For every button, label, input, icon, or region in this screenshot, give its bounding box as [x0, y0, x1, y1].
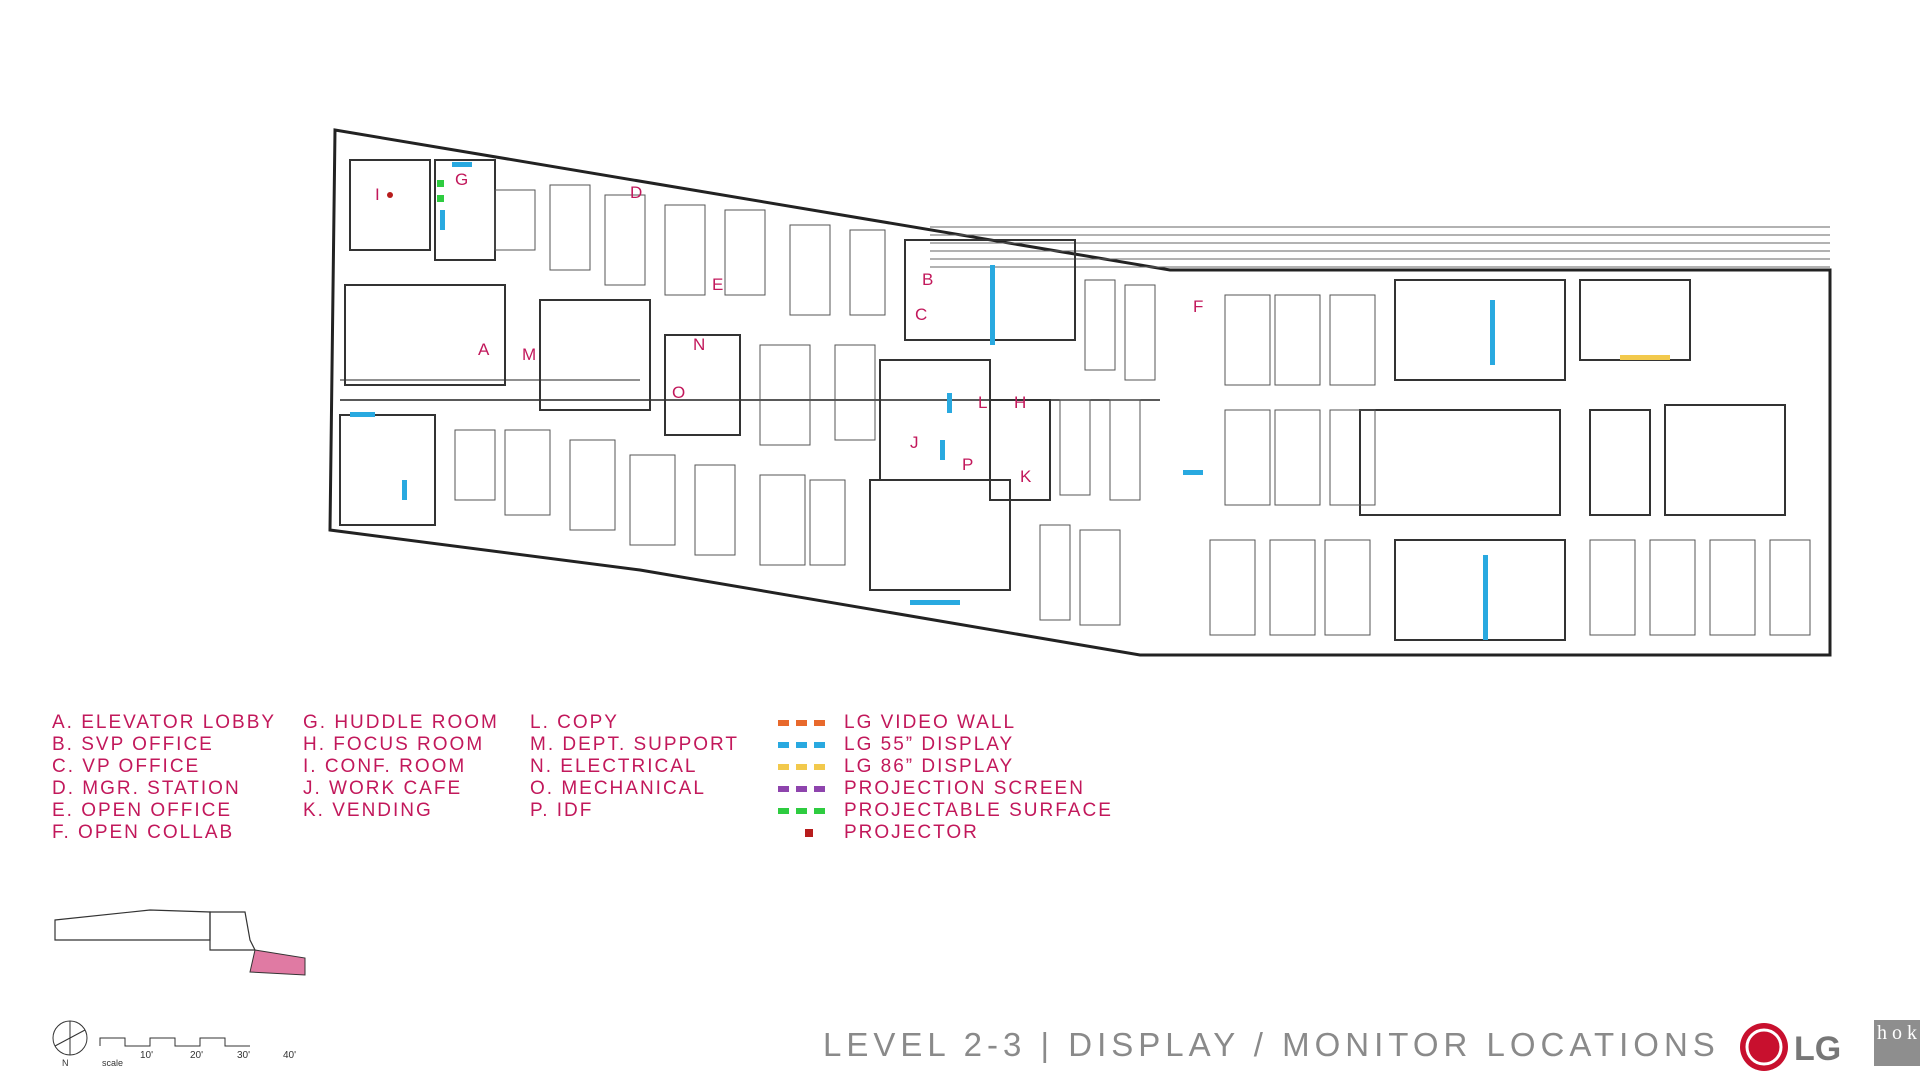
balcony-rail — [930, 226, 1830, 268]
plan-label-O: O — [672, 383, 685, 402]
legend-item: D. MGR. STATION — [52, 778, 241, 799]
scale-tick-30: 30' — [237, 1050, 250, 1061]
plan-label-N: N — [693, 335, 705, 354]
legend-item: E. OPEN OFFICE — [52, 800, 233, 821]
legend-item: C. VP OFFICE — [52, 756, 201, 777]
north-label: N — [62, 1058, 69, 1068]
plan-label-J: J — [910, 433, 919, 452]
display-markers — [350, 162, 1670, 640]
plan-label-C: C — [915, 305, 927, 324]
lg-wordmark: LG — [1794, 1030, 1841, 1068]
plan-label-A: A — [478, 340, 490, 359]
plan-room-labels: I G D E B C F A M N O L H P K J — [375, 170, 1203, 486]
legend-swatch — [778, 829, 840, 837]
scale-tick-40: 40' — [283, 1050, 296, 1061]
legend-item: G. HUDDLE ROOM — [303, 712, 499, 733]
legend-item: L. COPY — [530, 712, 619, 733]
legend-symbol-row: LG 86” DISPLAY — [778, 756, 1113, 778]
plan-label-G: G — [455, 170, 468, 189]
legend-swatch — [778, 808, 840, 814]
scale-tick-10: 10' — [140, 1050, 153, 1061]
legend-item: K. VENDING — [303, 800, 433, 821]
legend-symbol-label: PROJECTION SCREEN — [844, 778, 1085, 799]
workstations — [454, 184, 1811, 636]
plan-label-B: B — [922, 270, 933, 289]
room-walls — [339, 159, 1786, 641]
legend-rooms-col-2: G. HUDDLE ROOM H. FOCUS ROOM I. CONF. RO… — [303, 712, 499, 822]
legend-symbol-label: PROJECTABLE SURFACE — [844, 800, 1113, 821]
legend-symbol-row: PROJECTOR — [778, 822, 1113, 844]
hok-logo: h o k — [1874, 1020, 1920, 1066]
plan-label-F: F — [1193, 297, 1203, 316]
plan-label-E: E — [712, 275, 723, 294]
legend-item: I. CONF. ROOM — [303, 756, 467, 777]
legend-symbol-row: LG 55” DISPLAY — [778, 734, 1113, 756]
legend-item: O. MECHANICAL — [530, 778, 706, 799]
plan-label-M: M — [522, 345, 536, 364]
legend-symbol-label: LG VIDEO WALL — [844, 712, 1017, 733]
legend-item: H. FOCUS ROOM — [303, 734, 485, 755]
legend-item: A. ELEVATOR LOBBY — [52, 712, 277, 733]
legend-rooms-col-3: L. COPY M. DEPT. SUPPORT N. ELECTRICAL O… — [530, 712, 739, 822]
plan-label-H: H — [1014, 393, 1026, 412]
legend-swatch — [778, 720, 840, 726]
legend-rooms-col-1: A. ELEVATOR LOBBY B. SVP OFFICE C. VP OF… — [52, 712, 276, 844]
legend-item: J. WORK CAFE — [303, 778, 463, 799]
legend-swatch — [778, 742, 840, 748]
legend-symbol-row: PROJECTABLE SURFACE — [778, 800, 1113, 822]
north-arrow-and-scale: N scale 10' 20' 30' 40' — [52, 1020, 296, 1068]
page-title: LEVEL 2-3 | DISPLAY / MONITOR LOCATIONS — [823, 1026, 1720, 1063]
key-plan — [54, 909, 306, 976]
legend-item: N. ELECTRICAL — [530, 756, 698, 777]
legend-item: B. SVP OFFICE — [52, 734, 214, 755]
legend-swatch — [778, 764, 840, 770]
plan-label-K: K — [1020, 467, 1032, 486]
legend-symbol-row: PROJECTION SCREEN — [778, 778, 1113, 800]
plan-label-D: D — [630, 183, 642, 202]
legend-item: P. IDF — [530, 800, 594, 821]
plan-label-P: P — [962, 455, 973, 474]
legend-symbol-label: PROJECTOR — [844, 822, 979, 843]
scale-word: scale — [102, 1058, 123, 1068]
legend-item: F. OPEN COLLAB — [52, 822, 235, 843]
legend-symbol-label: LG 86” DISPLAY — [844, 756, 1015, 777]
lg-logo: LG — [1740, 1023, 1841, 1071]
plan-label-I: I — [375, 185, 380, 204]
legend-symbol-row: LG VIDEO WALL — [778, 712, 1113, 734]
plan-label-L: L — [978, 393, 987, 412]
scale-tick-20: 20' — [190, 1050, 203, 1061]
legend-symbol-label: LG 55” DISPLAY — [844, 734, 1015, 755]
legend-item: M. DEPT. SUPPORT — [530, 734, 740, 755]
legend-swatch — [778, 786, 840, 792]
